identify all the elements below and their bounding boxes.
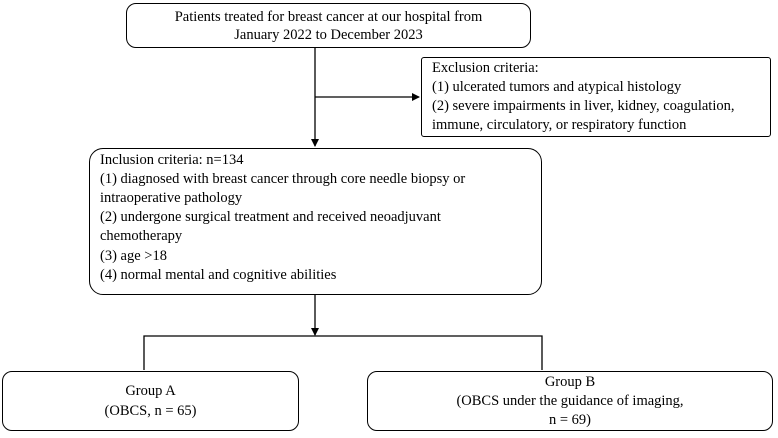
source-line-2: January 2022 to December 2023 — [234, 27, 423, 43]
inclusion-item-3: (3) age >18 — [100, 248, 167, 264]
split-bracket — [143, 335, 543, 370]
exclusion-item-2: (2) severe impairments in liver, kidney,… — [432, 98, 735, 114]
source-line-1: Patients treated for breast cancer at ou… — [174, 9, 483, 25]
group-b-detail: (OBCS under the guidance of imaging, — [456, 393, 684, 409]
group-b-box: Group B (OBCS under the guidance of imag… — [367, 371, 773, 431]
source-population-box: Patients treated for breast cancer at ou… — [126, 3, 531, 48]
exclusion-heading: Exclusion criteria: — [432, 60, 539, 76]
group-b-detail-cont: n = 69) — [548, 412, 591, 428]
inclusion-item-2-cont: chemotherapy — [100, 228, 183, 244]
inclusion-item-4: (4) normal mental and cognitive abilitie… — [100, 267, 337, 283]
exclusion-criteria-box: Exclusion criteria: (1) ulcerated tumors… — [421, 57, 771, 137]
inclusion-item-1-cont: intraoperative pathology — [100, 190, 243, 206]
inclusion-heading: Inclusion criteria: n=134 — [100, 152, 244, 168]
group-a-detail: (OBCS, n = 65) — [104, 403, 197, 419]
exclusion-item-1: (1) ulcerated tumors and atypical histol… — [432, 79, 682, 95]
inclusion-criteria-box: Inclusion criteria: n=134 (1) diagnosed … — [89, 148, 542, 295]
inclusion-item-1: (1) diagnosed with breast cancer through… — [100, 171, 466, 187]
inclusion-item-2: (2) undergone surgical treatment and rec… — [100, 209, 441, 225]
exclusion-item-2-cont: immune, circulatory, or respiratory func… — [432, 117, 687, 133]
group-b-title: Group B — [544, 374, 596, 390]
group-a-title: Group A — [125, 383, 176, 399]
group-a-box: Group A (OBCS, n = 65) — [2, 371, 299, 431]
